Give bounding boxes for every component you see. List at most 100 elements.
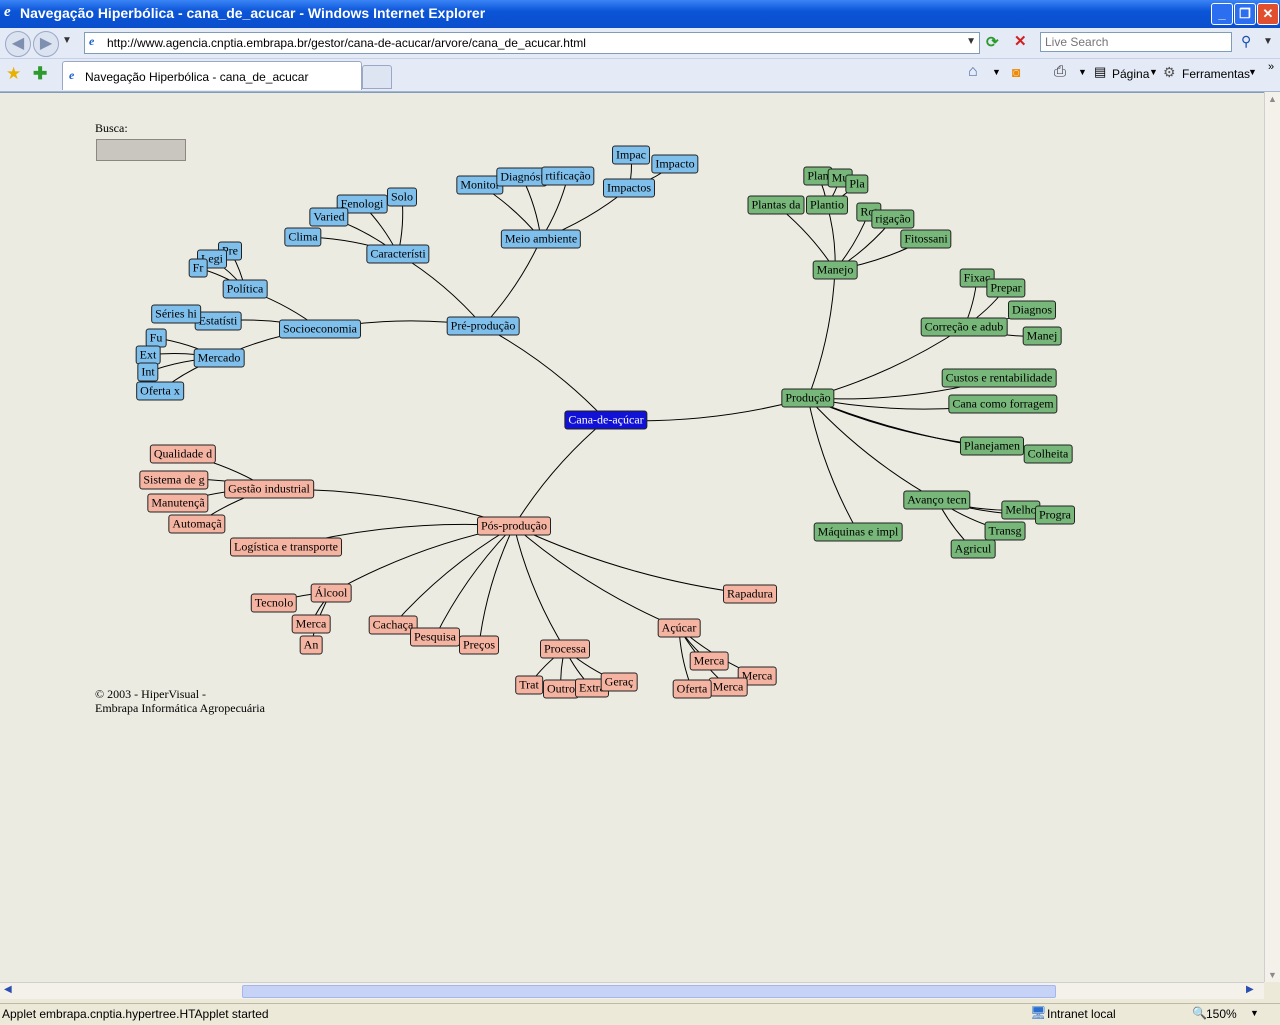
tree-node[interactable]: Política <box>222 279 268 299</box>
add-favorites-icon[interactable]: ✚ <box>33 64 48 83</box>
tree-node[interactable]: Cana como forragem <box>948 394 1058 414</box>
search-options-icon[interactable]: ▼ <box>1263 36 1273 47</box>
tree-node[interactable]: Plantio <box>805 195 849 215</box>
tab-active[interactable]: e Navegação Hiperbólica - cana_de_acucar <box>62 61 362 90</box>
zoom-dropdown-icon[interactable]: ▼ <box>1250 1008 1259 1018</box>
tree-node[interactable]: An <box>299 635 323 655</box>
home-dropdown-icon[interactable]: ▼ <box>992 67 1001 77</box>
address-dropdown-icon[interactable]: ▼ <box>966 36 976 47</box>
tree-node[interactable]: Fitossani <box>900 229 952 249</box>
tree-node[interactable]: Fenologi <box>336 194 388 214</box>
tree-node[interactable]: Clima <box>284 227 322 247</box>
zoom-icon[interactable]: 🔍 <box>1192 1006 1207 1020</box>
tree-node[interactable]: Agricul <box>950 539 996 559</box>
tree-node[interactable]: Meio ambiente <box>500 229 582 249</box>
tree-node[interactable]: Produção <box>781 388 835 408</box>
refresh-icon[interactable]: ⟳ <box>986 34 999 51</box>
tree-node[interactable]: Melho <box>1001 500 1041 520</box>
tree-node[interactable]: Característi <box>366 244 430 264</box>
tree-node[interactable]: Int <box>137 362 159 382</box>
tree-node[interactable]: Manejo <box>812 260 858 280</box>
tree-search-field[interactable] <box>96 139 186 161</box>
tree-node[interactable]: Avanço tecn <box>903 490 971 510</box>
tree-node[interactable]: rigação <box>871 209 915 229</box>
page-menu-dropdown-icon[interactable]: ▼ <box>1149 67 1158 77</box>
tree-node[interactable]: Gestão industrial <box>224 479 314 499</box>
tree-node[interactable]: Correção e adub <box>920 317 1008 337</box>
tree-node[interactable]: Processa <box>540 639 590 659</box>
tree-node[interactable]: Impactos <box>603 178 655 198</box>
tree-node[interactable]: Álcool <box>310 583 352 603</box>
chevron-right-icon[interactable]: » <box>1268 61 1275 73</box>
tree-node[interactable]: Geraç <box>600 672 638 692</box>
search-icon[interactable]: ⚲ <box>1241 33 1252 49</box>
tree-node[interactable]: Merca <box>291 614 331 634</box>
tree-node[interactable]: Fixaç <box>959 268 995 288</box>
favorites-star-icon[interactable]: ★ <box>6 64 22 83</box>
tree-node[interactable]: Socioeconomia <box>279 319 361 339</box>
tree-node[interactable]: Custos e rentabilidade <box>941 368 1057 388</box>
tree-node[interactable]: Planejamen <box>960 436 1024 456</box>
close-window-button[interactable]: ✕ <box>1257 3 1279 25</box>
tools-menu-dropdown-icon[interactable]: ▼ <box>1248 67 1257 77</box>
address-bar[interactable]: e http://www.agencia.cnptia.embrapa.br/g… <box>84 32 980 54</box>
tree-node[interactable]: Açúcar <box>657 618 701 638</box>
tree-node[interactable]: rtificação <box>541 166 595 186</box>
tree-node[interactable]: Pós-produção <box>477 516 551 536</box>
tree-node[interactable]: Merca <box>737 666 777 686</box>
scroll-left-icon[interactable]: ◀ <box>4 984 12 995</box>
tree-node[interactable]: Merca <box>708 677 748 697</box>
page-menu-button[interactable]: Página <box>1112 67 1150 81</box>
tree-node[interactable]: Impac <box>612 145 650 165</box>
tree-node[interactable]: Sistema de g <box>139 470 209 490</box>
tree-node[interactable]: Diagnos <box>1008 300 1056 320</box>
tree-node[interactable]: Manutençã <box>147 493 209 513</box>
tree-node[interactable]: Monitor <box>456 175 504 195</box>
tree-node[interactable]: Extra <box>575 678 609 698</box>
tree-node[interactable]: Plantas da <box>747 195 805 215</box>
tree-node[interactable]: Diagnóst <box>496 167 548 187</box>
minimize-button[interactable]: _ <box>1211 3 1233 25</box>
tree-node[interactable]: Qualidade d <box>149 444 217 464</box>
tree-node[interactable]: Manej <box>1022 326 1062 346</box>
tree-node[interactable]: Oferta <box>672 679 712 699</box>
tree-node[interactable]: Outro <box>543 679 579 699</box>
tools-menu-button[interactable]: Ferramentas <box>1182 67 1251 81</box>
history-dropdown-icon[interactable]: ▼ <box>62 35 72 46</box>
home-icon[interactable]: ⌂ <box>968 63 978 80</box>
scroll-right-icon[interactable]: ▶ <box>1246 984 1254 995</box>
tree-node[interactable]: Máquinas e impl <box>813 522 903 542</box>
horizontal-scroll-thumb[interactable] <box>242 985 1056 998</box>
print-dropdown-icon[interactable]: ▼ <box>1078 67 1087 77</box>
tree-node[interactable]: Impacto <box>651 154 699 174</box>
tree-node[interactable]: Tecnolo <box>250 593 298 613</box>
tree-node[interactable]: Pesquisa <box>410 627 460 647</box>
tree-node[interactable]: Prepar <box>986 278 1026 298</box>
print-icon[interactable]: ⎙ <box>1054 63 1067 80</box>
tree-node[interactable]: Progra <box>1035 505 1075 525</box>
vertical-scrollbar[interactable]: ▲ ▼ <box>1264 92 1280 982</box>
zoom-level[interactable]: 150% <box>1206 1007 1237 1021</box>
tree-node[interactable]: Fr <box>188 258 208 278</box>
tree-node[interactable]: Trat <box>515 675 543 695</box>
back-button[interactable]: ◀ <box>5 31 31 57</box>
new-tab-button[interactable] <box>362 65 392 89</box>
tree-node[interactable]: Transg <box>984 521 1026 541</box>
tree-node[interactable]: Colheita <box>1023 444 1073 464</box>
feeds-icon[interactable]: ◙ <box>1012 64 1021 80</box>
tree-node[interactable]: Mercado <box>193 348 245 368</box>
tree-node[interactable]: Merca <box>689 651 729 671</box>
scroll-up-icon[interactable]: ▲ <box>1268 94 1277 104</box>
tree-node[interactable]: Oferta x <box>136 381 184 401</box>
tree-node[interactable]: Pré-produção <box>446 316 520 336</box>
tree-node[interactable]: Rapadura <box>723 584 777 604</box>
tree-node[interactable]: Estatísti <box>194 311 242 331</box>
tree-node[interactable]: Automaçã <box>168 514 226 534</box>
tree-root-node[interactable]: Cana-de-açúcar <box>564 410 648 430</box>
tree-node[interactable]: Varied <box>309 207 349 227</box>
tree-node[interactable]: Logística e transporte <box>230 537 342 557</box>
tree-node[interactable]: Séries hi <box>151 304 201 324</box>
window-title-bar[interactable]: e Navegação Hiperbólica - cana_de_acucar… <box>0 0 1280 28</box>
tree-node[interactable]: Solo <box>386 187 418 207</box>
stop-icon[interactable]: ✕ <box>1014 33 1027 50</box>
